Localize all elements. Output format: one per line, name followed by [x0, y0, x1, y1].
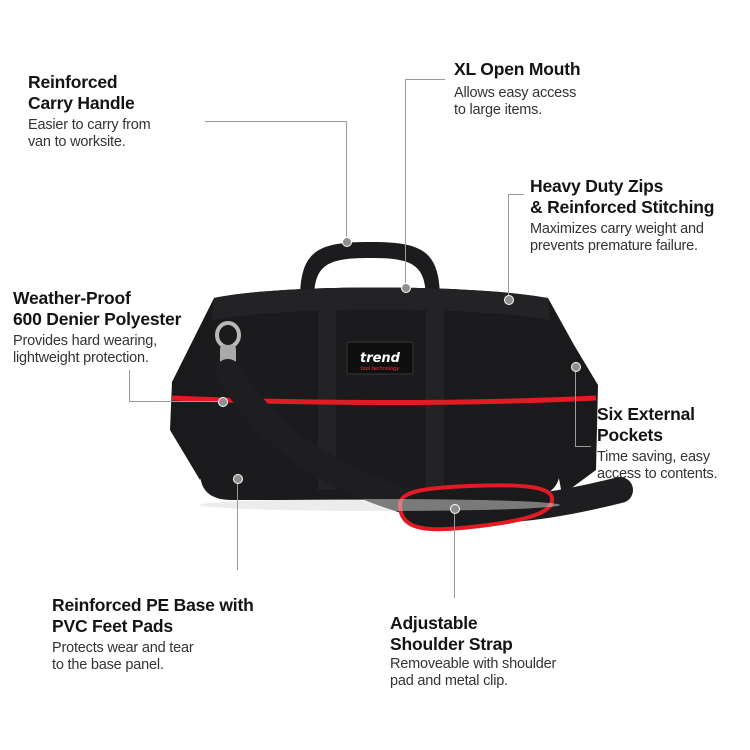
bag-side-right [548, 298, 598, 495]
leader-polyester-v [129, 370, 130, 402]
callout-description: Time saving, easy access to contents. [597, 449, 718, 482]
callout-polyester: Weather-Proof 600 Denier Polyester Provi… [13, 288, 181, 367]
callout-pe-base: Reinforced PE Base with PVC Feet Pads Pr… [52, 595, 254, 674]
dot-mouth [401, 283, 411, 293]
brand-tagline: tool technology [361, 366, 401, 372]
callout-description: Maximizes carry weight and prevents prem… [530, 221, 704, 254]
callout-title: Six External Pockets [597, 404, 695, 445]
handle-strap-left [318, 290, 336, 490]
leader-handle-h [205, 121, 347, 122]
leader-pockets-v [575, 366, 576, 447]
callout-description: Allows easy access to large items. [454, 85, 577, 118]
callout-carry-handle: Reinforced Carry Handle Easier to carry … [28, 72, 151, 151]
callout-title: Reinforced PE Base with PVC Feet Pads [52, 595, 254, 636]
callout-title: Reinforced Carry Handle [28, 72, 135, 113]
brand-logo-badge [346, 341, 414, 375]
callout-zips-stitching: Heavy Duty Zips & Reinforced Stitching M… [530, 176, 714, 255]
callout-description: Protects wear and tear to the base panel… [52, 640, 194, 673]
callout-description: Removeable with shoulder pad and metal c… [390, 656, 557, 689]
leader-polyester-h [129, 401, 221, 402]
leader-strap-v [454, 508, 455, 598]
callout-shoulder-strap: Adjustable Shoulder Strap Removeable wit… [390, 613, 556, 690]
brand-logo: trend [360, 351, 401, 366]
callout-description: Easier to carry from van to worksite. [28, 117, 151, 150]
leader-mouth-h [405, 79, 445, 80]
dot-pockets [571, 362, 581, 372]
callout-external-pockets: Six External Pockets Time saving, easy a… [597, 404, 718, 483]
callout-open-mouth: XL Open Mouth Allows easy access to larg… [454, 59, 581, 119]
dot-zips [504, 295, 514, 305]
handle-strap-right [426, 290, 444, 490]
callout-title: Weather-Proof 600 Denier Polyester [13, 288, 182, 329]
leader-base-v [237, 478, 238, 570]
leader-handle-v [346, 121, 347, 241]
leader-mouth-v [405, 79, 406, 286]
dot-base [233, 474, 243, 484]
leader-zips-h [508, 194, 524, 195]
callout-title: XL Open Mouth [454, 59, 581, 79]
leader-zips-v [508, 194, 509, 298]
dot-polyester [218, 397, 228, 407]
dot-strap [450, 504, 460, 514]
leader-pockets-h [575, 446, 591, 447]
callout-description: Provides hard wearing, lightweight prote… [13, 333, 157, 366]
callout-title: Heavy Duty Zips & Reinforced Stitching [530, 176, 715, 217]
bag-side-left [170, 298, 214, 480]
callout-title: Adjustable Shoulder Strap [390, 613, 513, 654]
dot-handle [342, 237, 352, 247]
